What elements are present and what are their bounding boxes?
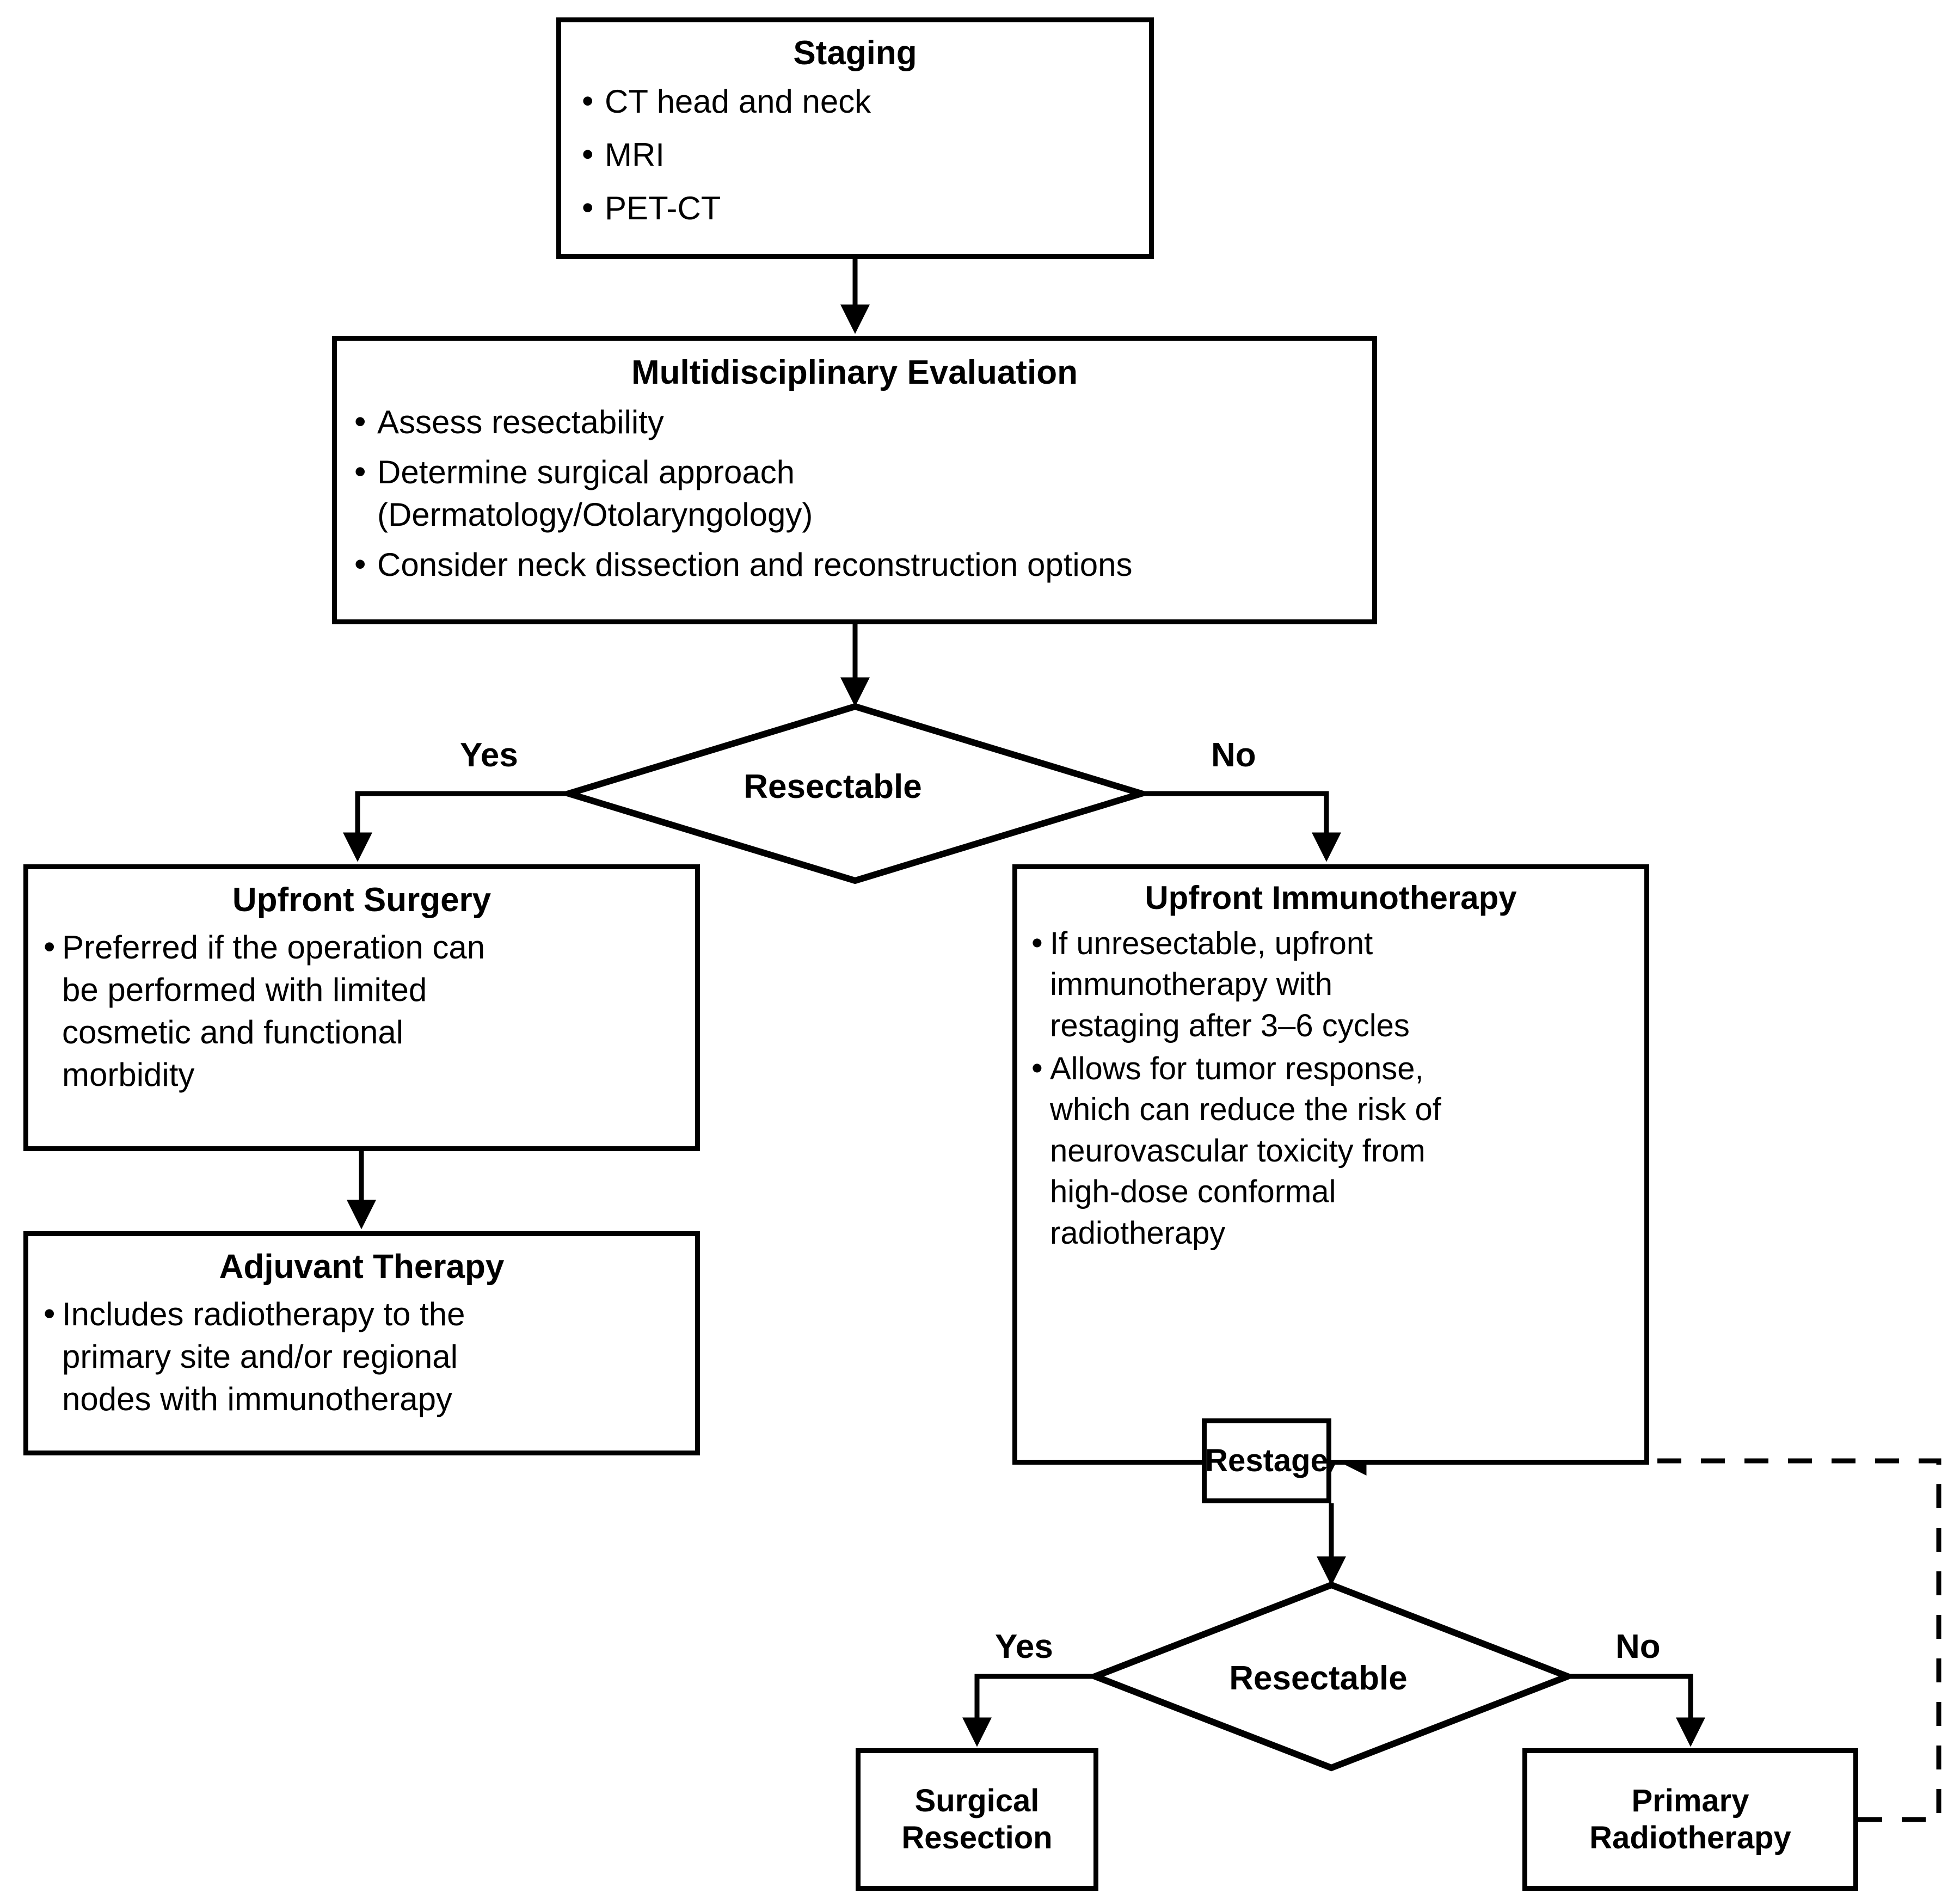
node-primary-radiotherapy[interactable]: Primary Radiotherapy bbox=[1522, 1748, 1858, 1891]
edge-resectable2-no bbox=[1568, 1674, 1705, 1747]
list-item: Includes radiotherapy to the primary sit… bbox=[36, 1292, 695, 1421]
node-upfront-surgery-title: Upfront Surgery bbox=[232, 881, 491, 919]
list-item: CT head and neck bbox=[574, 79, 1149, 123]
node-staging-bullets: CT head and neck MRI PET-CT bbox=[561, 79, 1149, 230]
edge-label-resectable1-no: No bbox=[1211, 736, 1256, 774]
edge-label-resectable2-no: No bbox=[1615, 1628, 1661, 1666]
edge-resectable1-yes bbox=[343, 791, 569, 862]
node-restage[interactable]: Restage bbox=[1202, 1418, 1331, 1503]
node-primary-radiotherapy-title: Primary Radiotherapy bbox=[1589, 1783, 1791, 1855]
list-item: Allows for tumor response, which can red… bbox=[1024, 1047, 1644, 1253]
node-mde-title: Multidisciplinary Evaluation bbox=[631, 354, 1078, 391]
list-item: Assess resectability bbox=[347, 400, 1372, 444]
decision-resectable-1[interactable] bbox=[557, 703, 1153, 884]
decision-resectable-2[interactable] bbox=[1086, 1581, 1577, 1772]
node-staging-title: Staging bbox=[793, 34, 917, 72]
node-surgical-resection-title: Surgical Resection bbox=[901, 1783, 1053, 1855]
edge-label-resectable2-yes: Yes bbox=[995, 1628, 1053, 1666]
edge-label-resectable1-yes: Yes bbox=[460, 736, 518, 774]
list-item: Determine surgical approach (Dermatology… bbox=[347, 450, 1372, 536]
node-adjuvant-therapy-bullets: Includes radiotherapy to the primary sit… bbox=[28, 1292, 695, 1421]
node-upfront-immunotherapy[interactable]: Upfront Immunotherapy If unresectable, u… bbox=[1012, 864, 1649, 1465]
node-upfront-immunotherapy-title: Upfront Immunotherapy bbox=[1145, 880, 1517, 916]
edge-resectable2-yes bbox=[962, 1674, 1095, 1747]
decision-resectable1-label: Resectable bbox=[744, 768, 922, 806]
node-adjuvant-therapy[interactable]: Adjuvant Therapy Includes radiotherapy t… bbox=[23, 1231, 700, 1455]
node-adjuvant-therapy-title: Adjuvant Therapy bbox=[219, 1248, 505, 1286]
list-item: If unresectable, upfront immunotherapy w… bbox=[1024, 922, 1644, 1046]
decision-resectable2-label: Resectable bbox=[1229, 1660, 1408, 1697]
node-upfront-immunotherapy-bullets: If unresectable, upfront immunotherapy w… bbox=[1017, 922, 1644, 1253]
list-item: Consider neck dissection and reconstruct… bbox=[347, 543, 1372, 586]
list-item: MRI bbox=[574, 133, 1149, 176]
node-upfront-surgery[interactable]: Upfront Surgery Preferred if the operati… bbox=[23, 864, 700, 1151]
node-upfront-surgery-bullets: Preferred if the operation can be perfor… bbox=[28, 925, 695, 1096]
node-surgical-resection[interactable]: Surgical Resection bbox=[856, 1748, 1098, 1891]
list-item: PET-CT bbox=[574, 186, 1149, 230]
node-multidisciplinary-evaluation[interactable]: Multidisciplinary Evaluation Assess rese… bbox=[332, 336, 1377, 624]
node-restage-title: Restage bbox=[1205, 1442, 1328, 1478]
list-item: Preferred if the operation can be perfor… bbox=[36, 925, 695, 1096]
edge-resectable1-no bbox=[1141, 791, 1341, 862]
node-mde-bullets: Assess resectability Determine surgical … bbox=[337, 400, 1372, 586]
node-staging[interactable]: Staging CT head and neck MRI PET-CT bbox=[556, 17, 1154, 259]
